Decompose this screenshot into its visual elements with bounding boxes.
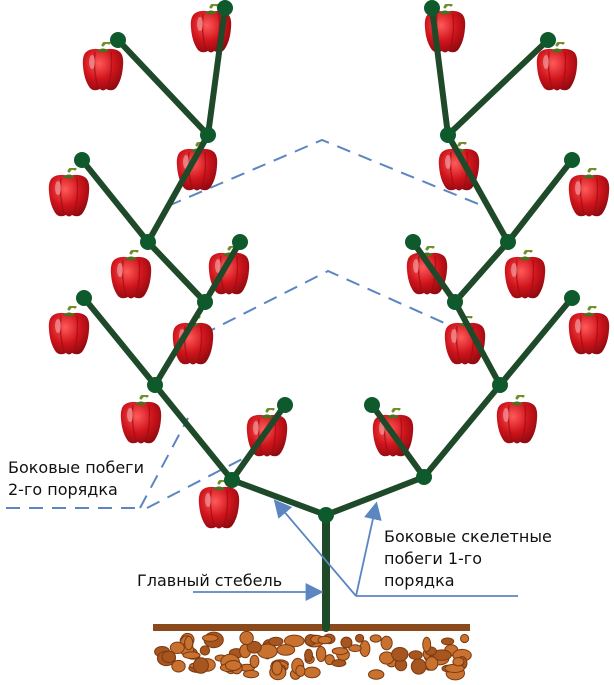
stem-node — [424, 0, 440, 16]
skeletal-shoots-line2: побеги 1-го — [384, 549, 482, 568]
pepper-icon — [47, 168, 91, 218]
lateral-shoots-line2: 2-го порядка — [8, 480, 118, 499]
pepper-icon — [47, 306, 91, 356]
soil-stones — [154, 630, 472, 681]
pepper-icon — [81, 42, 125, 92]
stem-node — [200, 127, 216, 143]
stem-node — [447, 294, 463, 310]
guide-lines — [6, 138, 489, 509]
stem-node — [500, 234, 516, 250]
main-stem-label: Главный стебель — [137, 570, 282, 592]
stem-node — [416, 469, 432, 485]
stem-nodes — [74, 0, 580, 523]
peppers — [47, 4, 611, 530]
skeletal-shoots-line1: Боковые скелетные — [384, 527, 552, 546]
stem-node — [364, 397, 380, 413]
stem-node — [140, 234, 156, 250]
stem-node — [277, 397, 293, 413]
lateral-shoots-line1: Боковые побеги — [8, 458, 144, 477]
stem-node — [318, 507, 334, 523]
stem-node — [540, 32, 556, 48]
pepper-icon — [495, 395, 539, 445]
pepper-icon — [119, 395, 163, 445]
pepper-icon — [503, 250, 547, 300]
stem-node — [564, 290, 580, 306]
stem-node — [232, 234, 248, 250]
skeletal-shoots-label: Боковые скелетные побеги 1-го порядка — [384, 526, 552, 592]
stem-node — [492, 377, 508, 393]
pepper-icon — [567, 168, 611, 218]
pepper-icon — [109, 250, 153, 300]
pepper-icon — [535, 42, 579, 92]
skeletal-shoots-line3: порядка — [384, 571, 455, 590]
stem-node — [197, 294, 213, 310]
main-stem-text: Главный стебель — [137, 571, 283, 590]
pepper-icon — [567, 306, 611, 356]
pointer-arrows — [193, 499, 518, 601]
lateral-shoots-label: Боковые побеги 2-го порядка — [8, 457, 144, 501]
stem-node — [217, 0, 233, 16]
stem-node — [76, 290, 92, 306]
stem-node — [564, 152, 580, 168]
soil — [153, 624, 472, 681]
stem-node — [440, 127, 456, 143]
stem-node — [405, 234, 421, 250]
stem-node — [74, 152, 90, 168]
soil-line — [153, 624, 470, 631]
stem-node — [224, 472, 240, 488]
stem-node — [110, 32, 126, 48]
stem-node — [147, 377, 163, 393]
